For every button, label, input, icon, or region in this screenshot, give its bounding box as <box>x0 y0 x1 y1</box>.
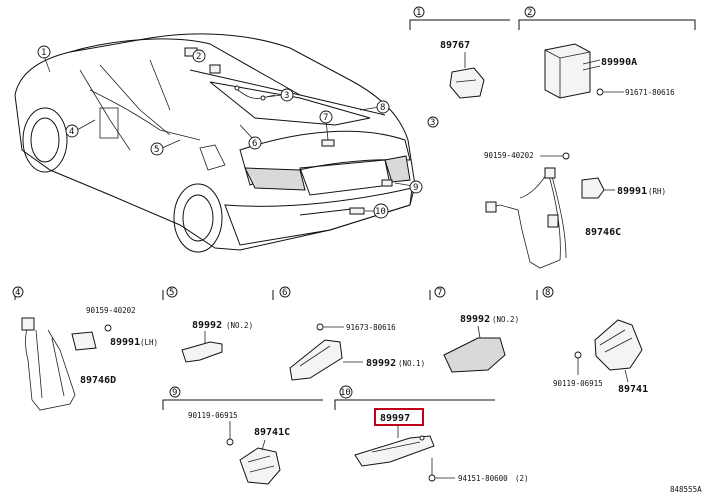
highlight-box <box>374 408 424 426</box>
callout-2: 2 <box>196 52 201 62</box>
part-89991-rh-note: (RH) <box>648 187 666 196</box>
section-9-index: 9 <box>172 388 177 398</box>
callout-9: 9 <box>413 183 418 193</box>
callout-4: 4 <box>69 127 74 137</box>
part-89741: 89741 <box>618 384 648 395</box>
section-4-index: 4 <box>15 288 20 298</box>
part-89997: 89997 <box>380 413 410 424</box>
section-2: 2 89990A 91671-80616 <box>518 6 696 99</box>
part-89992-no2-a-note: (NO.2) <box>226 321 253 330</box>
section-10: 10 89997 94151-80600 (2) <box>334 385 529 483</box>
section-2-index: 2 <box>527 8 532 18</box>
section-1: 1 89767 <box>409 6 510 99</box>
part-91671-80616: 91671-80616 <box>625 88 675 97</box>
part-89991-rh: 89991 <box>617 186 647 197</box>
section-8-index: 8 <box>545 288 550 298</box>
section-6: 6 91673-80616 89992 (NO.1) <box>272 286 425 381</box>
callout-3: 3 <box>284 91 289 101</box>
diagram-id: 848555A <box>670 485 702 494</box>
callout-10: 10 <box>375 207 386 217</box>
part-90119-06915-a: 90119-06915 <box>553 379 603 388</box>
callout-6: 6 <box>252 139 257 149</box>
part-89992-no2-b-note: (NO.2) <box>492 315 519 324</box>
section-6-index: 6 <box>282 288 287 298</box>
callout-7: 7 <box>323 113 328 123</box>
section-3: 3 90159-40202 89991 (RH) 89746C <box>427 116 666 269</box>
part-89767: 89767 <box>440 40 470 51</box>
part-91673-80616: 91673-80616 <box>346 323 396 332</box>
part-89992-no2-a: 89992 <box>192 320 222 331</box>
part-89990A: 89990A <box>601 57 637 68</box>
section-7: 7 89992 (NO.2) <box>429 286 519 373</box>
part-89746D: 89746D <box>80 375 116 386</box>
part-89746C: 89746C <box>585 227 621 238</box>
section-1-index: 1 <box>416 8 421 18</box>
car-illustration <box>14 33 416 253</box>
part-90159-40202-lh: 90159-40202 <box>86 306 136 315</box>
callout-5: 5 <box>154 145 159 155</box>
car-callouts: 1 2 3 4 5 6 7 8 9 10 <box>37 45 423 219</box>
part-90119-06915-b: 90119-06915 <box>188 411 238 420</box>
section-10-index: 10 <box>340 388 351 398</box>
part-94151-80600-note: (2) <box>515 474 529 483</box>
part-89992-no2-b: 89992 <box>460 314 490 325</box>
section-3-index: 3 <box>430 118 435 128</box>
part-94151-80600: 94151-80600 <box>458 474 508 483</box>
part-89992-no1: 89992 <box>366 358 396 369</box>
section-7-index: 7 <box>437 288 442 298</box>
section-5: 5 89992 (NO.2) <box>162 286 253 363</box>
section-5-index: 5 <box>169 288 174 298</box>
callout-8: 8 <box>380 103 385 113</box>
part-89992-no1-note: (NO.1) <box>398 359 425 368</box>
part-89991-lh: 89991 <box>110 337 140 348</box>
part-90159-40202-rh: 90159-40202 <box>484 151 534 160</box>
section-8: 8 90119-06915 89741 <box>536 286 648 395</box>
callout-1: 1 <box>41 48 46 58</box>
part-89741C: 89741C <box>254 427 290 438</box>
section-9: 9 90119-06915 89741C <box>162 386 323 485</box>
section-4: 4 90159-40202 89991 (LH) 89746D <box>12 286 158 411</box>
part-89991-lh-note: (LH) <box>140 338 158 347</box>
